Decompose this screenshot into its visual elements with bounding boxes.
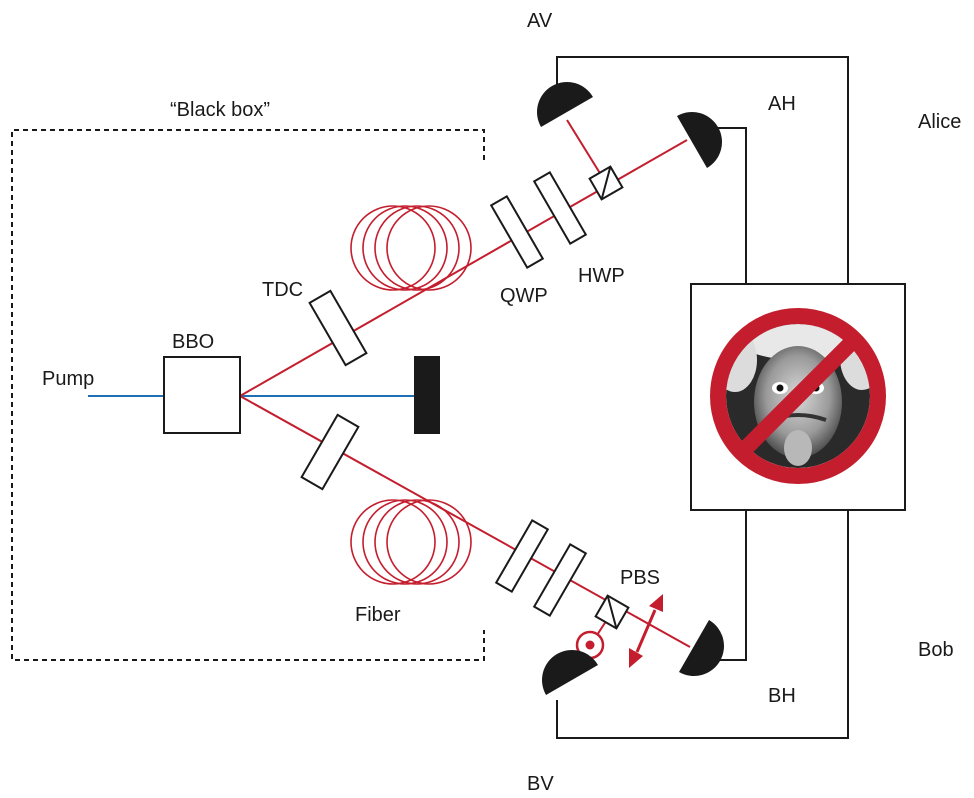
no-sign-icon (710, 308, 886, 484)
bh-label: BH (768, 685, 796, 707)
bbo-crystal (163, 356, 241, 434)
pbs-label: PBS (620, 567, 660, 589)
tdc-plate-upper (308, 289, 368, 367)
hwp-plate-lower (532, 542, 588, 618)
wire-ah (712, 127, 747, 284)
bbo-label: BBO (172, 331, 214, 353)
detector-bh (679, 620, 724, 676)
pump-label: Pump (42, 368, 94, 390)
pbs-cube-lower (594, 594, 630, 630)
fiber-label: Fiber (355, 604, 401, 626)
ah-label: AH (768, 93, 796, 115)
wire-av (556, 56, 849, 284)
qwp-label: QWP (500, 285, 548, 307)
hwp-label: HWP (578, 265, 625, 287)
qwp-plate-lower (494, 518, 550, 594)
detector-av (537, 82, 593, 127)
wire-bh (712, 510, 747, 661)
black-box-boundary (11, 129, 485, 661)
detector-bv (542, 650, 598, 695)
bob-label: Bob (918, 639, 954, 661)
fiber-coil-lower (350, 499, 472, 585)
tdc-plate-lower (300, 413, 360, 491)
pbs-cube-upper (588, 165, 624, 201)
horizontal-polarization-arrow (629, 594, 663, 668)
av-label: AV (527, 10, 553, 32)
vertical-polarization-dot (575, 630, 605, 660)
tdc-label: TDC (262, 279, 303, 301)
fiber-coil-upper (350, 205, 472, 291)
wire-bv (556, 510, 849, 739)
bv-label: BV (527, 773, 554, 795)
qwp-plate-upper (489, 194, 545, 270)
black-box-label: “Black box” (170, 99, 270, 121)
detector-ah (677, 112, 722, 168)
alice-label: Alice (918, 111, 961, 133)
hwp-plate-upper (532, 170, 588, 246)
beam-dump (414, 356, 440, 434)
